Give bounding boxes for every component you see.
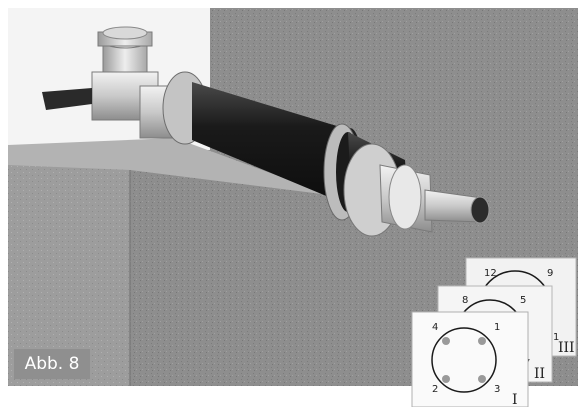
figure-label: Abb. 8: [14, 349, 90, 379]
slab-front: [8, 165, 130, 386]
valve-handle: [42, 88, 92, 110]
black-pipe: [192, 82, 360, 210]
panel-i-roman: I: [512, 392, 518, 407]
panel-ii-num-a: 8: [462, 295, 468, 306]
end-fitting-ring: [388, 164, 422, 230]
panel-i: 4 1 2 3 I: [411, 311, 529, 407]
panel-iii-num-a: 12: [484, 268, 497, 279]
panel-iii-num-c: 1: [553, 332, 559, 343]
bolt-hole-3: [442, 375, 450, 383]
bolt-hole-4: [478, 375, 486, 383]
panel-i-num-b: 1: [494, 322, 500, 333]
bolt-hole-2: [478, 337, 486, 345]
panel-ii-roman: II: [534, 366, 545, 382]
panel-iii-num-b: 9: [547, 268, 553, 279]
panel-iii-roman: III: [558, 340, 575, 356]
panel-i-num-c: 2: [432, 384, 438, 395]
panel-i-num-a: 4: [432, 322, 438, 333]
outlet-opening: [470, 196, 490, 224]
panel-ii-num-b: 5: [520, 295, 526, 306]
vertical-opening: [102, 26, 148, 40]
slab-side: [130, 170, 345, 386]
panel-i-num-d: 3: [494, 384, 500, 395]
bolt-hole-1: [442, 337, 450, 345]
